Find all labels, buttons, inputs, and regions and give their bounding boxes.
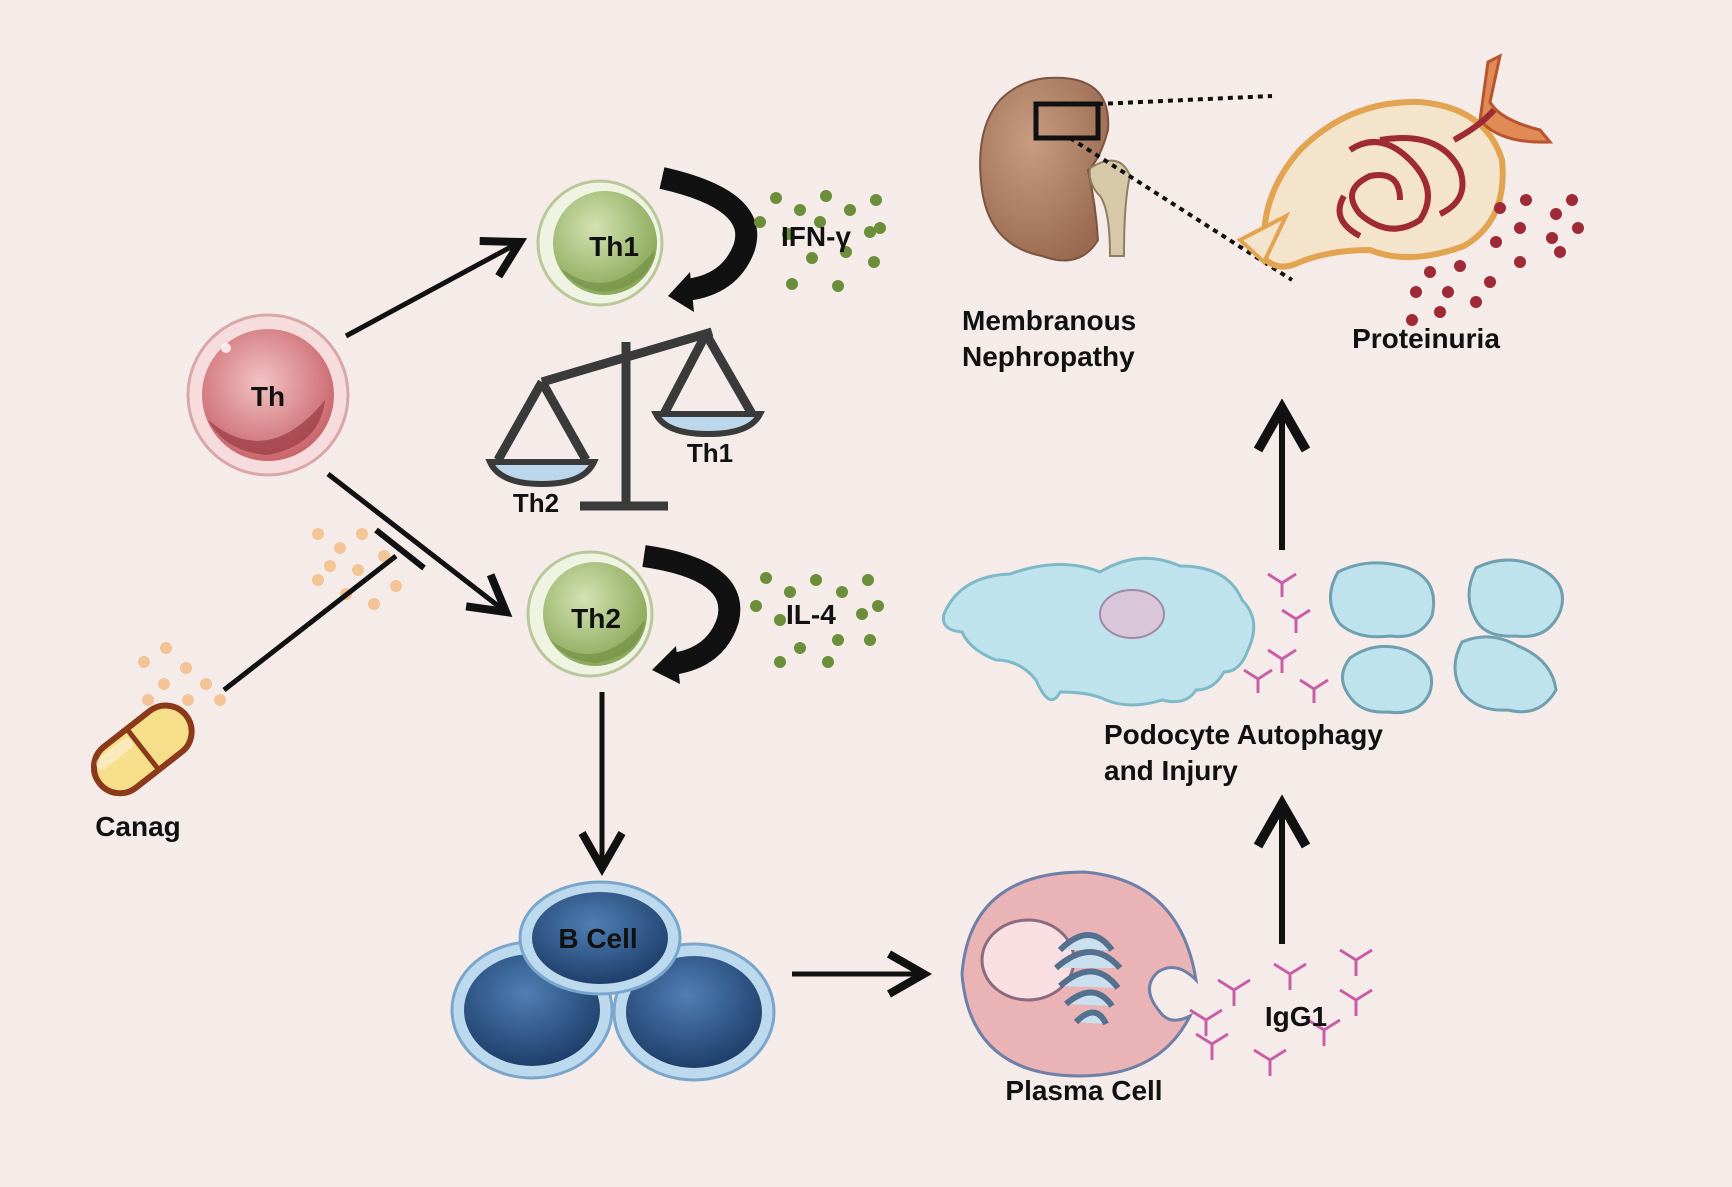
arrow-th-to-th1	[344, 237, 528, 339]
ifn-gamma-cloud	[754, 190, 886, 292]
balance-scale	[485, 327, 765, 511]
b-cell-label: B Cell	[558, 923, 637, 954]
ifn-gamma-label: IFN-γ	[781, 221, 851, 252]
canag-particles	[138, 528, 402, 706]
b-cell-cluster: B Cell	[450, 880, 776, 1082]
canag-inhibition-bar	[374, 527, 426, 571]
scale-th2-label: Th2	[513, 488, 559, 518]
kidney-icon	[979, 76, 1132, 262]
mn-label-line2: Nephropathy	[962, 341, 1135, 372]
podocyte-label-line1: Podocyte Autophagy	[1104, 719, 1383, 750]
th-label: Th	[251, 381, 285, 412]
plasma-cell: Plasma Cell	[960, 870, 1199, 1106]
il4-cloud	[750, 572, 884, 668]
th2-feedback-arrow	[642, 545, 741, 675]
proteinuria-particles	[1406, 194, 1584, 326]
arrow-th-to-th2	[326, 472, 513, 617]
zoom-line-bottom	[1068, 136, 1294, 282]
canag-drug	[90, 528, 402, 797]
zoom-line-top	[1097, 94, 1273, 106]
scale-th1-label: Th1	[687, 438, 733, 468]
th1-feedback-arrowhead	[668, 272, 694, 312]
th1-feedback-arrow	[659, 167, 758, 301]
il4-label: IL-4	[786, 599, 836, 630]
plasma-cell-label: Plasma Cell	[1005, 1075, 1162, 1106]
golgi-apparatus	[1054, 932, 1123, 1026]
podocyte-antibodies	[1243, 572, 1329, 703]
kidney-zoom-box	[1033, 101, 1101, 141]
mn-label-line1: Membranous	[962, 305, 1136, 336]
th2-cell: Th2	[526, 550, 654, 678]
th2-label: Th2	[571, 603, 621, 634]
podocyte-label-line2: and Injury	[1104, 755, 1238, 786]
glomerulus-icon	[1236, 53, 1554, 270]
th2-feedback-arrowhead	[652, 646, 680, 684]
podocyte-fragments	[1329, 558, 1564, 715]
igg1-label: IgG1	[1265, 1001, 1327, 1032]
canag-label: Canag	[95, 811, 181, 842]
proteinuria-label: Proteinuria	[1352, 323, 1500, 354]
podocyte-cell	[941, 556, 1256, 707]
th1-label: Th1	[589, 231, 639, 262]
igg1-antibodies	[1189, 948, 1373, 1076]
canag-inhibition-line	[222, 554, 398, 692]
th-cell: Th	[186, 313, 350, 477]
th1-cell: Th1	[536, 179, 664, 307]
